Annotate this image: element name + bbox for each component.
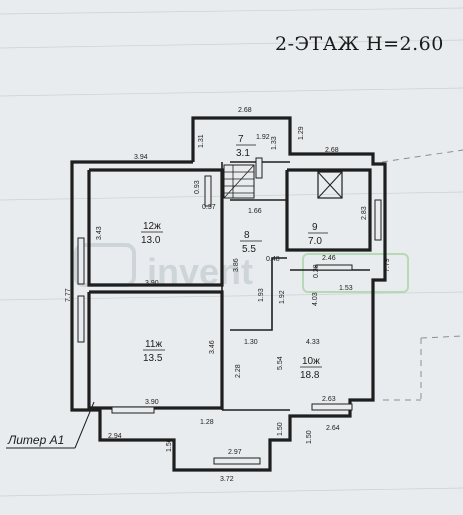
dim-label: 3.94	[134, 154, 148, 161]
room-area: 13.5	[143, 353, 163, 364]
dim-label: 1.50	[306, 430, 313, 444]
dim-label: 0.93	[194, 180, 201, 194]
dim-label: 1.50	[277, 422, 284, 436]
room-area: 18.8	[300, 370, 320, 381]
dim-label: 4.03	[312, 292, 319, 306]
room-area: 7.0	[308, 236, 322, 247]
exterior-walls	[70, 116, 387, 472]
dim-label: 2.68	[325, 147, 339, 154]
dim-label: 4.33	[306, 339, 320, 346]
room-number: 10ж	[302, 356, 320, 367]
dim-label: 1.50	[166, 438, 173, 452]
dim-label: 3.46	[209, 340, 216, 354]
room-number: 12ж	[143, 221, 161, 232]
room-10: 10ж 18.8	[300, 356, 322, 381]
room-area: 3.1	[236, 148, 250, 159]
dim-label: 2.46	[322, 255, 336, 262]
paper-grid	[0, 7, 463, 497]
dim-label: 0.28	[313, 264, 320, 278]
dim-label: 2.63	[322, 396, 336, 403]
dim-label: 1.93	[258, 288, 265, 302]
room-area: 5.5	[242, 244, 256, 255]
dim-label: 2.28	[235, 364, 242, 378]
fixture-room9	[317, 171, 343, 199]
liter-note: Литер А1	[6, 401, 95, 449]
room-number: 7	[238, 134, 244, 145]
dim-label: 1.92	[256, 134, 270, 141]
room-11: 11ж 13.5	[143, 339, 165, 364]
dim-label: 2.83	[361, 206, 368, 220]
dim-label: 0.48	[266, 256, 280, 263]
room-8: 8 5.5	[240, 230, 262, 255]
dim-label: 1.53	[339, 285, 353, 292]
room-12: 12ж 13.0	[141, 221, 163, 246]
dim-label: 3.86	[233, 258, 240, 272]
room-number: 11ж	[145, 339, 162, 350]
dimension-labels: 2.68 1.31 1.92 1.33 1.29 3.94 2.68 0.93 …	[65, 107, 391, 483]
room-number: 9	[312, 222, 318, 233]
dim-label: 2.64	[326, 425, 340, 432]
dim-label: 2.97	[228, 449, 242, 456]
windows	[77, 157, 382, 465]
dim-label: 1.66	[248, 208, 262, 215]
liter-label: Литер А1	[7, 433, 64, 447]
room-7: 7 3.1	[236, 134, 256, 159]
dim-label: 1.92	[279, 290, 286, 304]
dim-label: 1.30	[244, 339, 258, 346]
dim-label: 1.31	[198, 134, 205, 148]
dim-label: 2.94	[108, 433, 122, 440]
dim-label: 7.77	[65, 288, 72, 302]
dim-label: 3.72	[220, 476, 234, 483]
room-9: 9 7.0	[308, 222, 328, 247]
staircase	[223, 164, 255, 199]
dim-label: 7.79	[384, 258, 391, 272]
dim-label: 3.90	[145, 399, 159, 406]
dim-label: 3.90	[145, 280, 159, 287]
dim-label: 3.43	[96, 226, 103, 240]
neighbor-outline	[381, 149, 463, 401]
dim-label: 1.33	[271, 136, 278, 150]
dim-label: 2.68	[238, 107, 252, 114]
room-area: 13.0	[141, 235, 161, 246]
dim-label: 0.37	[202, 204, 216, 211]
page-title: 2-ЭТАЖ Н=2.60	[275, 33, 444, 55]
room-number: 8	[244, 230, 250, 241]
dim-label: 1.28	[200, 419, 214, 426]
dim-label: 5.54	[277, 356, 284, 370]
interior-walls	[87, 161, 372, 411]
dim-label: 1.29	[298, 126, 305, 140]
